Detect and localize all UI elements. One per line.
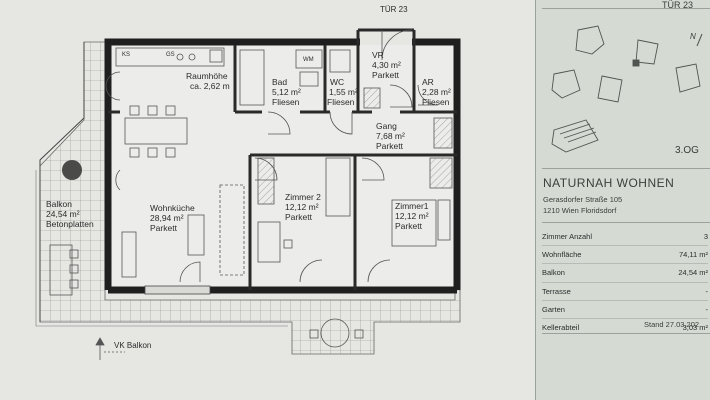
- gang-area: 7,68 m²: [376, 131, 405, 141]
- kitchen-counter: [115, 47, 225, 67]
- wohnkueche-name: Wohnküche: [150, 203, 195, 213]
- balkon-floor: Betonplatten: [46, 219, 94, 229]
- project-title: NATURNAH WOHNEN: [543, 176, 675, 190]
- vr-name: VR: [372, 50, 384, 60]
- balcony-door: [144, 285, 211, 295]
- wc-area: 1,55 m²: [329, 87, 358, 97]
- sidebar-top-rule: [542, 8, 710, 9]
- zimmer1-name: Zimmer1: [395, 201, 429, 211]
- balcony-floor: [35, 41, 461, 355]
- compass-icon: [696, 33, 703, 47]
- kitchen-code-ks: KS: [122, 52, 131, 58]
- bedroom-furniture: [254, 157, 451, 283]
- gang-floor: Parkett: [376, 141, 403, 151]
- ceiling-height-label: Raumhöhe: [186, 71, 228, 81]
- ceiling-height-value: ca. 2,62 m: [190, 81, 230, 91]
- sidebar-door-label: TÜR 23: [662, 0, 694, 10]
- vk-balkon-label: VK Balkon: [114, 341, 152, 350]
- zimmer1-area: 12,12 m²: [395, 211, 429, 221]
- sidebar-rule-1: [542, 168, 710, 169]
- entry-fixtures: [257, 29, 453, 205]
- interior-walls: [108, 28, 457, 290]
- north-letter: N: [690, 32, 696, 41]
- fact-row: Garten-: [542, 301, 708, 319]
- gang-name: Gang: [376, 121, 397, 131]
- bad-floor: Fliesen: [272, 97, 300, 107]
- fact-row: Terrasse-: [542, 283, 708, 301]
- address-line1: Gerasdorfer Straße 105: [543, 195, 623, 204]
- sidebar-rule-3: [542, 333, 710, 334]
- living-furniture: [105, 71, 245, 283]
- floorplan-drawing: [35, 28, 461, 360]
- wohnkueche-floor: Parkett: [150, 223, 177, 233]
- ar-name: AR: [422, 77, 434, 87]
- sidebar-rule-2: [542, 222, 710, 223]
- site-plan-icon: [551, 25, 703, 153]
- dining-table: [124, 105, 188, 158]
- washing-machine-label: WM: [303, 57, 314, 63]
- vk-balkon-marker: [95, 337, 125, 360]
- balkon-name: Balkon: [46, 199, 72, 209]
- ar-floor: Fliesen: [422, 97, 450, 107]
- wc-floor: Fliesen: [327, 97, 355, 107]
- floor-label: 3.OG: [675, 145, 699, 156]
- zimmer2-name: Zimmer 2: [285, 192, 321, 202]
- ar-area: 2,28 m²: [422, 87, 451, 97]
- vr-area: 4,30 m²: [372, 60, 401, 70]
- address-line2: 1210 Wien Floridsdorf: [543, 206, 617, 215]
- bad-name: Bad: [272, 77, 288, 87]
- zimmer1-floor: Parkett: [395, 221, 422, 231]
- door-label: TÜR 23: [380, 5, 408, 14]
- wohnkueche-area: 28,94 m²: [150, 213, 184, 223]
- date-stamp: Stand 27.03.202: [644, 320, 700, 329]
- balcony-furniture: [49, 244, 364, 348]
- plant-icon: [62, 160, 82, 180]
- balkon-area: 24,54 m²: [46, 209, 80, 219]
- bad-area: 5,12 m²: [272, 87, 301, 97]
- zimmer2-floor: Parkett: [285, 212, 312, 222]
- kitchen-code-gs: GS: [166, 52, 175, 58]
- vr-floor: Parkett: [372, 70, 399, 80]
- bath-fixtures: [239, 49, 353, 135]
- zimmer2-area: 12,12 m²: [285, 202, 319, 212]
- wc-name: WC: [330, 77, 345, 87]
